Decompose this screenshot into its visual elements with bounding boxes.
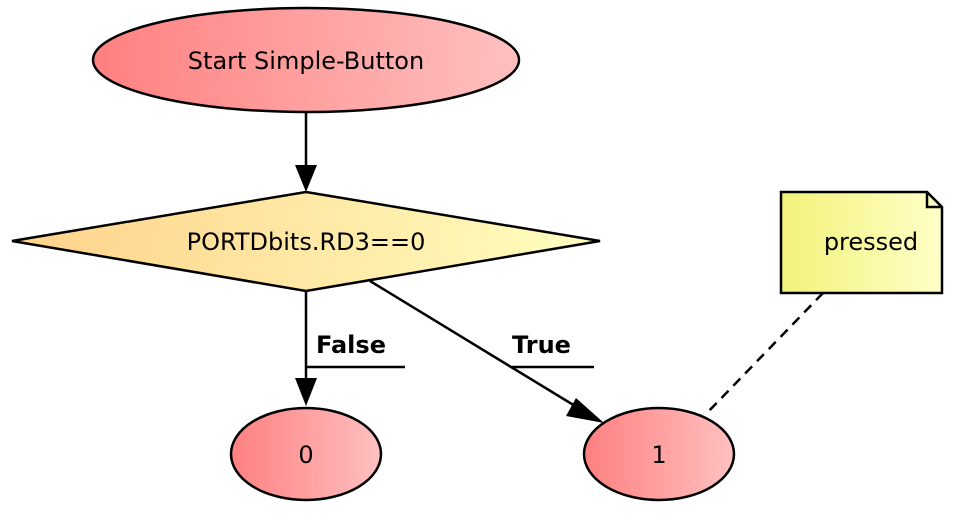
result-false-node: 0 [229,406,383,502]
true-label: True [512,331,571,359]
note-node: pressed [779,190,944,295]
result-true-node: 1 [582,406,736,502]
edge-true: True [369,279,604,423]
edge-start-to-decision [295,112,317,192]
result-false-label: 0 [298,441,313,469]
edge-false: False [295,291,405,406]
decision-node-label: PORTDbits.RD3==0 [187,228,426,256]
result-true-label: 1 [651,441,666,469]
note-fold-icon [925,192,942,209]
decision-node: PORTDbits.RD3==0 [11,190,601,293]
start-node-label: Start Simple-Button [188,47,424,75]
edge-note-link [705,292,824,415]
note-label: pressed [824,228,918,256]
false-label: False [316,331,386,359]
start-node: Start Simple-Button [91,6,521,114]
